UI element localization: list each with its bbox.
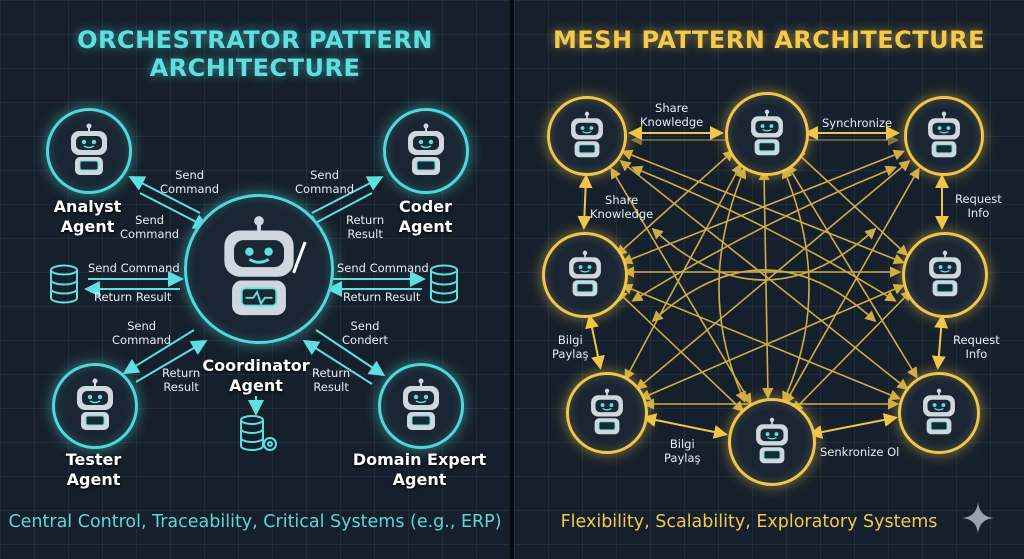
- arrow-analyst-in: [139, 192, 210, 229]
- coder-agent-node[interactable]: [383, 108, 469, 194]
- robot-icon: [571, 111, 603, 158]
- tester-agent-node[interactable]: [52, 363, 138, 449]
- link-curve-4: [651, 269, 877, 323]
- robot-icon: [923, 388, 955, 435]
- mesh-agent-node-bottom-left[interactable]: [566, 372, 648, 454]
- label-tester-return: Return Result: [162, 366, 201, 394]
- link-curve-6: [781, 167, 810, 403]
- label-request-info-top: Request Info: [955, 192, 1002, 220]
- robot-icon: [569, 250, 601, 297]
- robot-icon: [71, 123, 107, 175]
- robot-icon: [408, 123, 444, 175]
- analyst-agent-name: Analyst Agent: [53, 197, 122, 236]
- link-e-g: [791, 289, 913, 413]
- label-domain-return: Return Result: [312, 366, 351, 394]
- coordinator-robot-icon: [224, 216, 307, 316]
- label-tester-send: Send Command: [112, 319, 172, 347]
- label-left-db-send: Send Command: [88, 261, 180, 275]
- link-curve-5: [718, 167, 747, 403]
- arrow-tester-in: [135, 339, 208, 383]
- robot-icon: [929, 250, 961, 297]
- robot-icon: [77, 378, 113, 430]
- link-e-h: [931, 314, 949, 370]
- label-coder-return: Return Result: [346, 213, 385, 241]
- database-gear-icon: [240, 415, 277, 451]
- link-curve-2: [631, 165, 897, 302]
- link-a-d: [577, 174, 593, 230]
- mesh-agent-node-top-left[interactable]: [547, 96, 627, 176]
- database-icon: [430, 264, 458, 304]
- robot-icon: [403, 378, 439, 430]
- mesh-panel: MESH PATTERN ARCHITECTURE: [514, 0, 1024, 559]
- mesh-agent-node-top-center[interactable]: [725, 92, 809, 176]
- mesh-agent-node-middle-left[interactable]: [542, 232, 628, 318]
- robot-icon: [928, 111, 960, 158]
- label-senkronize-ol: Senkronize Ol: [820, 445, 900, 459]
- arrow-domain-out: [315, 329, 386, 377]
- mesh-agent-node-top-right[interactable]: [904, 96, 984, 176]
- robot-icon: [756, 417, 788, 464]
- mesh-agent-node-bottom-center[interactable]: [728, 398, 816, 486]
- label-bilgi-paylas-bottom: Bilgi Paylaş: [664, 437, 701, 465]
- link-curve-3: [651, 227, 877, 281]
- mesh-agent-node-middle-right[interactable]: [902, 232, 988, 318]
- sparkle-icon: [962, 502, 994, 534]
- arrow-domain-in: [302, 339, 373, 385]
- arrow-coder-in: [311, 176, 384, 214]
- label-bilgi-paylas-left: Bilgi Paylaş: [552, 333, 589, 361]
- label-domain-send: Send Condert: [342, 319, 388, 347]
- robot-icon: [591, 388, 623, 435]
- robot-icon: [751, 109, 783, 156]
- mesh-agent-node-bottom-right[interactable]: [898, 372, 980, 454]
- domain-expert-agent-name: Domain Expert Agent: [352, 450, 487, 489]
- coordinator-agent-name: Coordinator Agent: [202, 356, 310, 395]
- label-share-knowledge-left: Share Knowledge: [590, 193, 654, 221]
- mesh-connections: [577, 126, 949, 439]
- link-d-f: [585, 314, 605, 370]
- label-coder-send: Send Command: [295, 168, 355, 196]
- link-d-h: [621, 283, 901, 401]
- label-left-db-return: Return Result: [94, 290, 172, 304]
- label-share-knowledge-top: Share Knowledge: [640, 101, 704, 129]
- database-icon: [50, 264, 78, 304]
- domain-expert-agent-node[interactable]: [378, 363, 464, 449]
- link-g-h: [808, 413, 898, 439]
- link-c-f: [635, 159, 911, 391]
- label-synchronize: Synchronize: [822, 116, 893, 130]
- arrow-tester-out: [122, 329, 195, 375]
- mesh-title: MESH PATTERN ARCHITECTURE: [552, 26, 985, 54]
- tester-agent-name: Tester Agent: [65, 450, 122, 489]
- label-right-db-send: Send Command: [337, 261, 429, 275]
- link-e-f: [639, 284, 905, 400]
- link-f-g: [642, 413, 728, 439]
- panel-divider: [510, 0, 514, 559]
- orchestrator-panel: ORCHESTRATOR PATTERN ARCHITECTURE: [0, 0, 510, 559]
- arrow-analyst-out: [128, 176, 201, 214]
- analyst-agent-node[interactable]: [46, 108, 132, 194]
- coder-agent-name: Coder Agent: [398, 197, 453, 236]
- mesh-footer: Flexibility, Scalability, Exploratory Sy…: [560, 512, 938, 532]
- label-request-info-bottom: Request Info: [953, 333, 1000, 361]
- label-right-db-return: Return Result: [343, 290, 421, 304]
- orchestrator-title: ORCHESTRATOR PATTERN ARCHITECTURE: [77, 26, 433, 82]
- coordinator-agent-node[interactable]: [184, 194, 334, 344]
- orchestrator-footer: Central Control, Traceability, Critical …: [8, 512, 502, 532]
- label-analyst-send-top: Send Command: [160, 168, 220, 196]
- label-analyst-send-bottom: Send Command: [120, 213, 180, 241]
